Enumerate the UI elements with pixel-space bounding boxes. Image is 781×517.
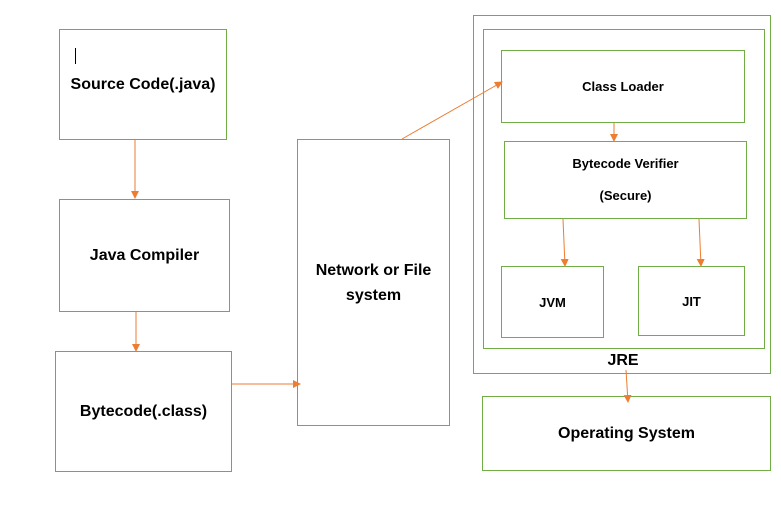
jre-inner-container — [483, 29, 765, 349]
operating-system-label: Operating System — [558, 424, 695, 442]
jit-box: JIT — [638, 266, 745, 336]
jvm-box: JVM — [501, 266, 604, 338]
verifier-label-line2: (Secure) — [599, 188, 652, 203]
arrow-verifier-to-jit — [696, 218, 705, 267]
jre-label: JRE — [607, 352, 639, 369]
network-file-system-box: Network or File system — [297, 139, 450, 426]
source-code-label: Source Code(.java) — [70, 75, 216, 93]
jit-label: JIT — [682, 293, 701, 309]
arrow-network-to-class-loader — [401, 81, 503, 140]
source-code-box: Source Code(.java) — [59, 29, 227, 140]
class-loader-box: Class Loader — [501, 50, 745, 123]
text-cursor — [75, 48, 76, 64]
java-compiler-box: Java Compiler — [59, 199, 230, 312]
bytecode-box: Bytecode(.class) — [55, 351, 232, 472]
bytecode-label: Bytecode(.class) — [79, 402, 208, 420]
bytecode-verifier-box: Bytecode Verifier (Secure) — [504, 141, 747, 219]
network-label-line2: system — [345, 286, 402, 304]
arrow-jre-to-os — [623, 369, 632, 403]
class-loader-label: Class Loader — [582, 79, 664, 94]
jre-outer-container — [473, 15, 771, 374]
verifier-label-line1: Bytecode Verifier — [572, 156, 679, 171]
jvm-label: JVM — [539, 294, 566, 310]
network-label-line1: Network or File — [315, 261, 432, 279]
arrow-verifier-to-jvm — [560, 218, 569, 267]
operating-system-box: Operating System — [482, 396, 771, 471]
java-compiler-label: Java Compiler — [89, 246, 200, 264]
